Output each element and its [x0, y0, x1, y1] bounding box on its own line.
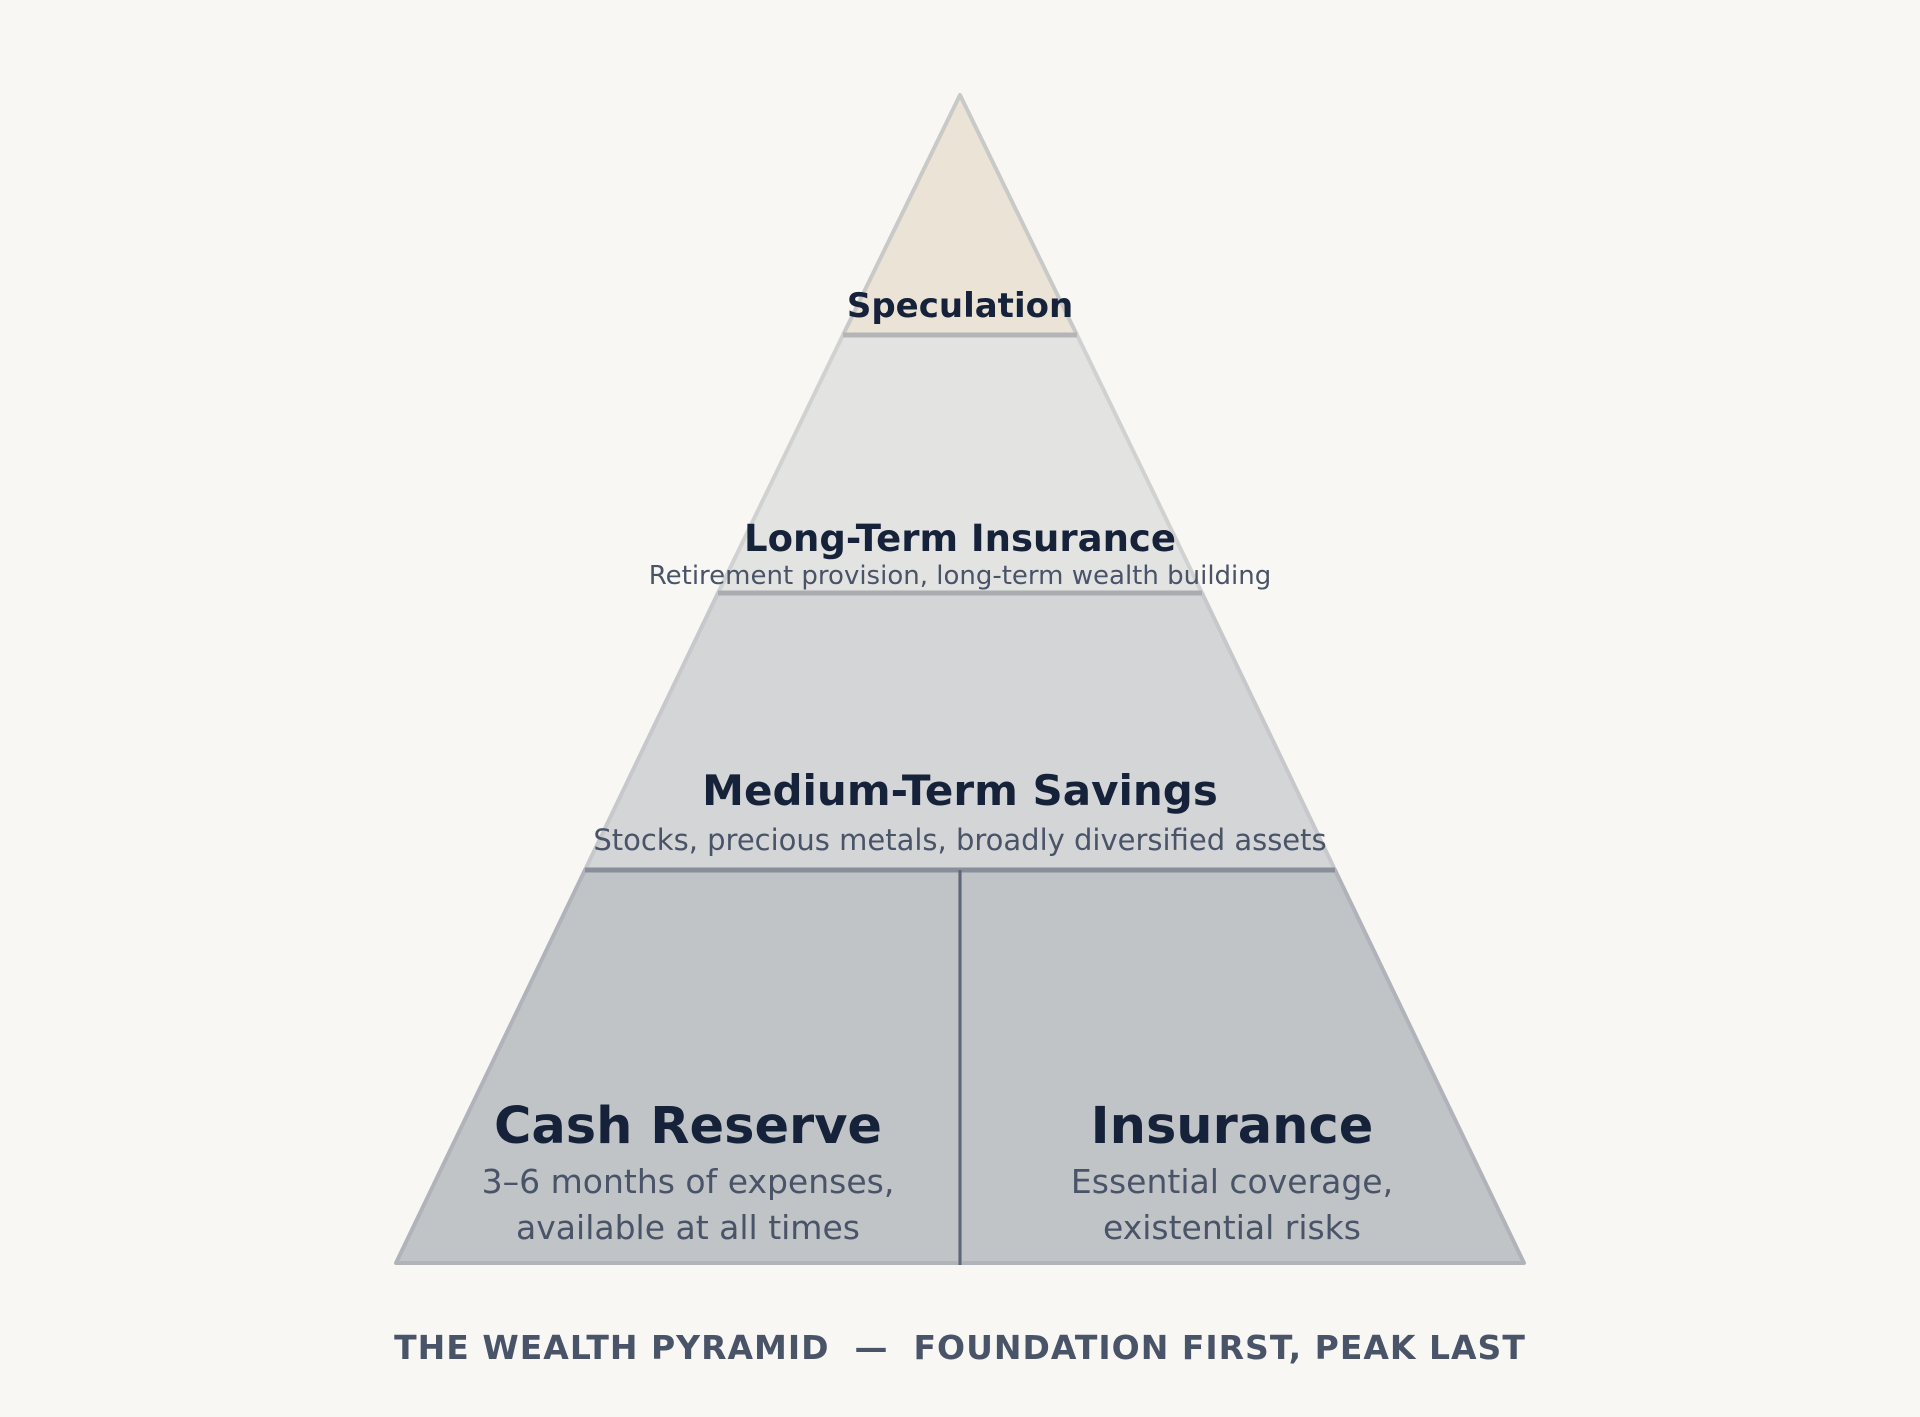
long-term-insurance-title: Long-Term Insurance	[744, 517, 1176, 560]
cash-reserve-subtitle-line2: available at all times	[516, 1208, 860, 1247]
insurance-title: Insurance	[1091, 1097, 1374, 1156]
tier-cash-reserve-shape	[394, 868, 962, 1265]
insurance-subtitle-line2: existential risks	[1103, 1208, 1361, 1247]
medium-term-savings-title: Medium-Term Savings	[702, 766, 1218, 815]
diagram-caption: THE WEALTH PYRAMID — FOUNDATION FIRST, P…	[394, 1328, 1526, 1367]
insurance-subtitle-line1: Essential coverage,	[1071, 1162, 1393, 1201]
cash-reserve-title: Cash Reserve	[494, 1097, 882, 1156]
speculation-title: Speculation	[847, 286, 1073, 326]
cash-reserve-subtitle-line1: 3–6 months of expenses,	[482, 1162, 895, 1201]
long-term-insurance-subtitle: Retirement provision, long-term wealth b…	[649, 561, 1272, 591]
tier-insurance-shape	[958, 868, 1526, 1265]
medium-term-savings-subtitle: Stocks, precious metals, broadly diversi…	[593, 823, 1326, 857]
